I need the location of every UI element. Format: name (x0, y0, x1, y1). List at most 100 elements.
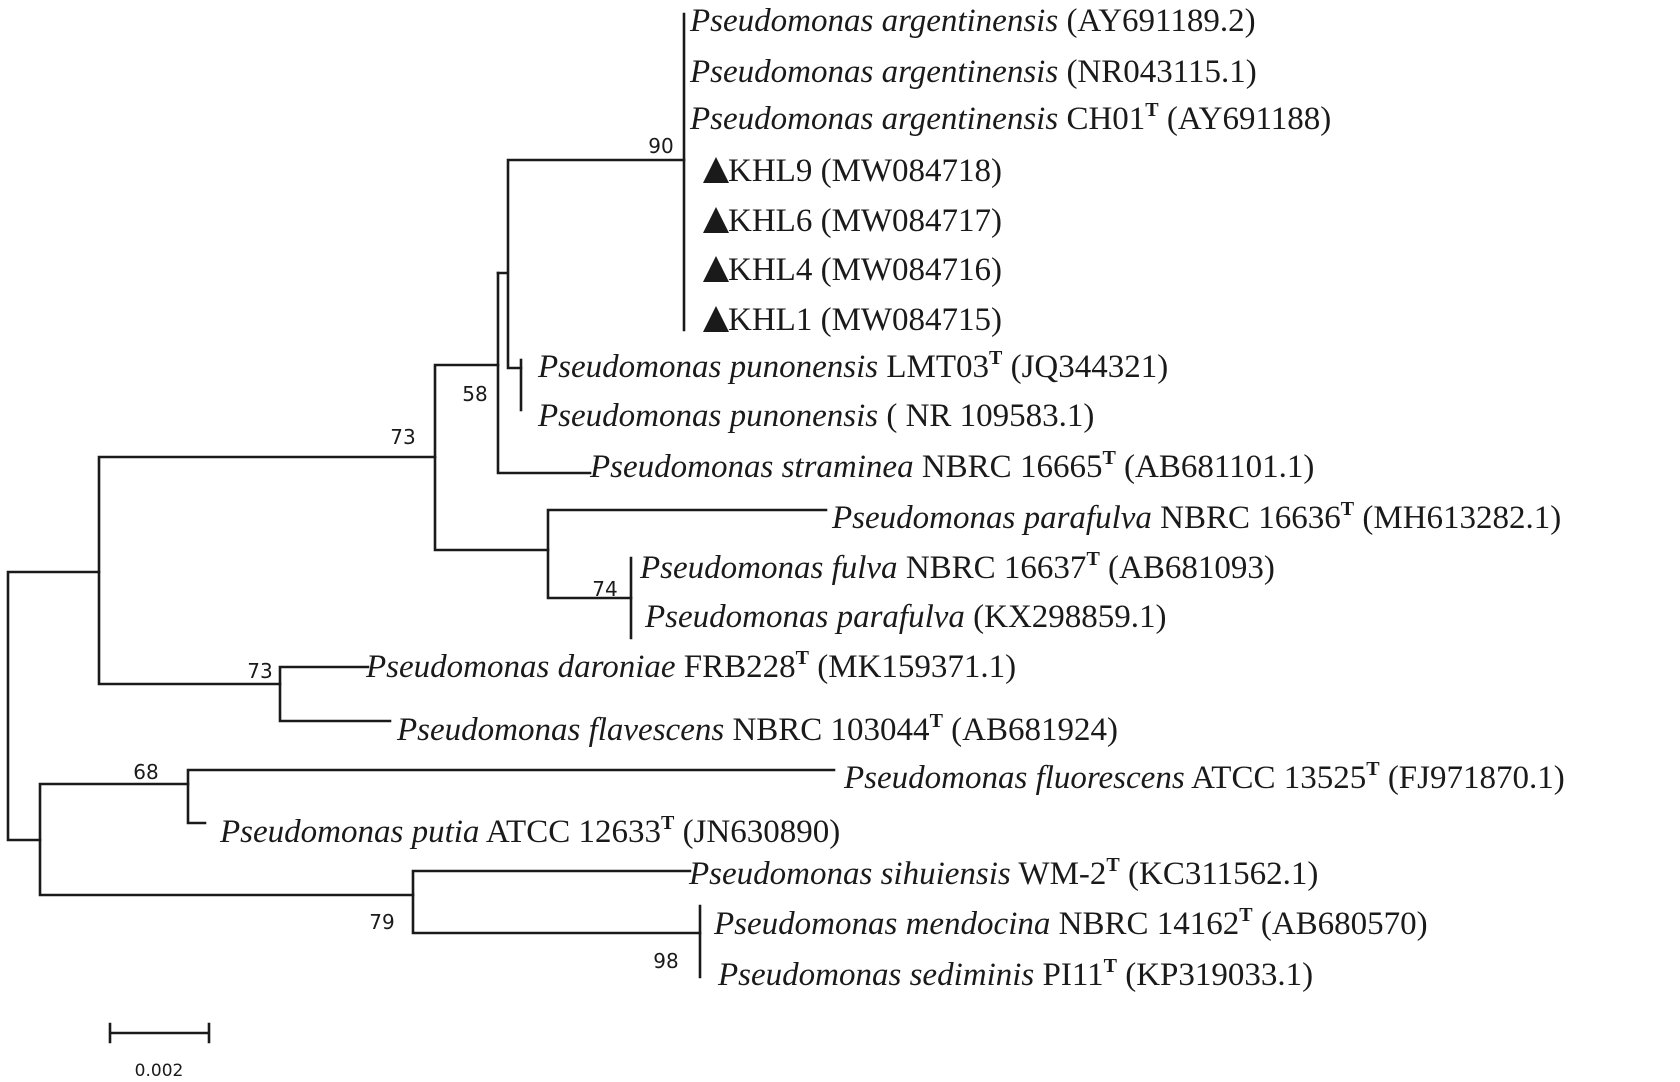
strain-name: LMT03 (886, 349, 989, 385)
genus-name: Pseudomonas (537, 398, 721, 434)
strain-name: FRB228 (684, 649, 796, 685)
accession-number: (AB681093) (1108, 550, 1275, 586)
strain-name: NBRC 16665 (922, 449, 1103, 485)
type-strain-marker: T (1341, 498, 1355, 520)
filled-triangle-icon (703, 157, 729, 183)
tip-label: Pseudomonas mendocina NBRC 14162T (AB680… (713, 904, 1428, 942)
spacer (674, 814, 682, 850)
spacer (1253, 906, 1261, 942)
species-name: sediminis (910, 957, 1035, 993)
type-strain-marker: T (1145, 99, 1159, 121)
accession-number: (NR043115.1) (1066, 54, 1256, 90)
species-name: straminea (782, 449, 914, 485)
species-name: fluorescens (1036, 760, 1185, 796)
type-strain-marker: T (1366, 758, 1380, 780)
tip-label: Pseudomonas parafulva NBRC 16636T (MH613… (831, 498, 1561, 536)
strain-name: NBRC 16637 (906, 550, 1087, 586)
strain-name: NBRC 16636 (1160, 500, 1341, 536)
genus-name: Pseudomonas (689, 101, 873, 137)
species-name: parafulva (835, 599, 965, 635)
spacer (1354, 500, 1362, 536)
tip-label: KHL6 (MW084717) (728, 203, 1002, 239)
genus-name: Pseudomonas (689, 3, 873, 39)
tip-label: Pseudomonas daroniae FRB228T (MK159371.1… (365, 647, 1016, 685)
accession-number: (AB680570) (1261, 906, 1428, 942)
accession-number: (FJ971870.1) (1388, 760, 1565, 796)
tip-label: KHL9 (MW084718) (728, 153, 1002, 189)
tip-label: KHL1 (MW084715) (728, 302, 1002, 338)
strain-name: NBRC 14162 (1059, 906, 1240, 942)
genus-name: Pseudomonas (717, 957, 901, 993)
tip-label: Pseudomonas argentinensis (AY691189.2) (689, 3, 1256, 39)
tip-label: Pseudomonas argentinensis (NR043115.1) (689, 54, 1257, 90)
spacer (1116, 449, 1124, 485)
strain-name: PI11 (1043, 957, 1104, 993)
type-strain-marker: T (1104, 955, 1118, 977)
tip-label: Pseudomonas putia ATCC 12633T (JN630890) (219, 812, 840, 850)
branch-node-73-lower (278, 665, 392, 723)
branch-node-73-upper (433, 363, 550, 552)
accession-number: (KP319033.1) (1125, 957, 1313, 993)
tip-label: Pseudomonas punonensis LMT03T (JQ344321) (537, 347, 1168, 385)
tip-label: Pseudomonas argentinensis CH01T (AY69118… (689, 99, 1331, 137)
bootstrap-value: 90 (648, 134, 673, 158)
accession-number: (KC311562.1) (1128, 856, 1318, 892)
accession-number: (JN630890) (683, 814, 841, 850)
strain-name: NBRC 103044 (732, 712, 929, 748)
genus-name: Pseudomonas (644, 599, 828, 635)
accession-number: ( NR 109583.1) (886, 398, 1094, 434)
species-name: parafulva (1022, 500, 1152, 536)
branch-lower-clade (38, 782, 415, 897)
bootstrap-value: 73 (390, 425, 415, 449)
genus-name: Pseudomonas (713, 906, 897, 942)
branch-node-58-inner (496, 158, 686, 370)
species-name: flavescens (589, 712, 725, 748)
species-name: daroniae (558, 649, 676, 685)
species-name: fulva (832, 550, 898, 586)
scale-bar-label: 0.002 (135, 1061, 184, 1081)
spacer (1002, 349, 1010, 385)
spacer (1159, 101, 1167, 137)
spacer (1100, 550, 1108, 586)
species-name: argentinensis (882, 3, 1059, 39)
spacer (1380, 760, 1388, 796)
tip-label: Pseudomonas punonensis ( NR 109583.1) (537, 398, 1094, 434)
accession-number: (MW084716) (821, 252, 1002, 288)
bootstrap-value: 98 (653, 949, 678, 973)
accession-number: (AB681101.1) (1124, 449, 1314, 485)
isolate-name: KHL6 (728, 203, 812, 239)
branch-fulva-clade (546, 508, 828, 600)
genus-name: Pseudomonas (589, 449, 773, 485)
bootstrap-value: 58 (462, 382, 487, 406)
genus-name: Pseudomonas (639, 550, 823, 586)
filled-triangle-icon (703, 207, 729, 233)
spacer (1117, 957, 1125, 993)
branch-node-68 (186, 768, 836, 825)
bootstrap-value: 74 (592, 577, 617, 601)
genus-name: Pseudomonas (365, 649, 549, 685)
accession-number: (MW084717) (821, 203, 1002, 239)
type-strain-marker: T (1239, 904, 1253, 926)
accession-number: (AY691188) (1167, 101, 1331, 137)
strain-name: ATCC 13525 (1191, 760, 1366, 796)
spacer (809, 649, 817, 685)
branch-upper-clade (97, 455, 437, 686)
scale-bar: 0.002 (108, 1022, 211, 1081)
branch-node-58 (496, 271, 592, 475)
strain-name: CH01 (1066, 101, 1145, 137)
accession-number: (AY691189.2) (1066, 3, 1255, 39)
isolate-name: KHL9 (728, 153, 812, 189)
scale-bar-line (108, 1022, 211, 1044)
genus-name: Pseudomonas (688, 856, 872, 892)
isolate-name: KHL1 (728, 302, 812, 338)
accession-number: (MK159371.1) (817, 649, 1016, 685)
branch-node-79 (411, 869, 702, 935)
accession-number: (KX298859.1) (973, 599, 1166, 635)
bootstrap-value: 68 (133, 760, 158, 784)
genus-name: Pseudomonas (843, 760, 1027, 796)
strain-name: ATCC 12633 (486, 814, 661, 850)
genus-name: Pseudomonas (831, 500, 1015, 536)
accession-number: (AB681924) (951, 712, 1118, 748)
genus-name: Pseudomonas (537, 349, 721, 385)
